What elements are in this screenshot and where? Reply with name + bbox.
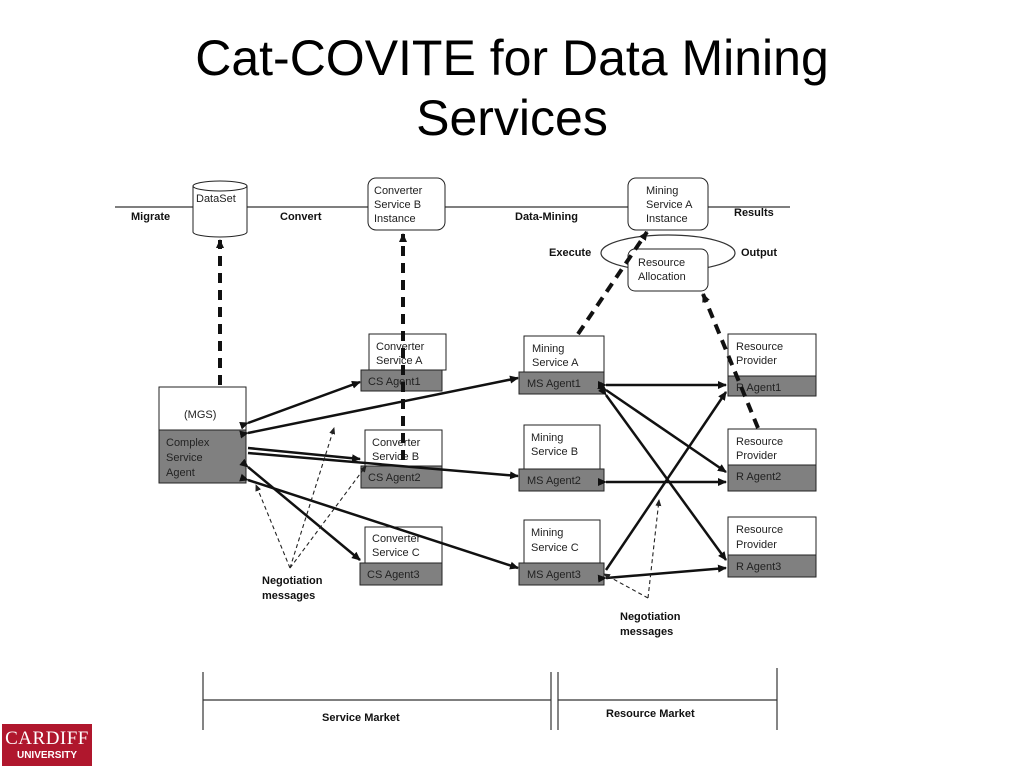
negotiation-arrow-left-3 (289, 465, 367, 569)
conv-b-inst-line-1: Converter (374, 185, 423, 197)
flow-label-execute: Execute (549, 247, 591, 259)
negotiation-arrow-left-1 (255, 484, 291, 569)
market-timeline: Service Market Resource Market (202, 668, 778, 730)
conv-b-line-2: Service B (372, 451, 419, 463)
ms-agent-1: MS Agent1 (527, 378, 581, 390)
mining-b-line-1: Mining (531, 432, 563, 444)
title-line-1: Cat-COVITE for Data Mining (195, 30, 829, 86)
mining-a-line-1: Mining (532, 343, 564, 355)
conv-a-line-2: Service A (376, 355, 423, 367)
dashed-arrow-ms1-mining-instance (576, 230, 649, 336)
logo-line-1: CARDIFF (5, 728, 89, 749)
mining-a-inst-line-2: Service A (646, 199, 693, 211)
slide-title: Cat-COVITE for Data Mining Services (0, 28, 1024, 148)
negotiation-label-left-2: messages (262, 590, 315, 602)
arrow-ms3-ragent1 (604, 391, 728, 571)
arrow-mgs-cs1 (239, 380, 361, 430)
mining-c-line-1: Mining (531, 527, 563, 539)
mining-service-b: Mining Service B MS Agent2 (518, 424, 605, 492)
dataset-label: DataSet (196, 193, 236, 205)
mining-c-line-2: Service C (531, 542, 579, 554)
negotiation-arrow-right-2 (603, 573, 649, 599)
service-market-label: Service Market (322, 712, 400, 724)
r-agent-1: R Agent1 (736, 382, 781, 394)
cs-agent-2: CS Agent2 (368, 472, 421, 484)
complex-agent-line-1: Complex (166, 437, 210, 449)
rp2-line-2: Provider (736, 450, 777, 462)
res-alloc-line-1: Resource (638, 257, 685, 269)
flow-label-migrate: Migrate (131, 211, 170, 223)
converter-service-c: Converter Service C CS Agent3 (359, 526, 443, 586)
r-agent-2: R Agent2 (736, 471, 781, 483)
cs-agent-3: CS Agent3 (367, 569, 420, 581)
conv-c-line-2: Service C (372, 547, 420, 559)
resource-provider-3: Resource Provider R Agent3 (727, 516, 817, 578)
resource-provider-2: Resource Provider R Agent2 (727, 428, 817, 492)
mgs-node: (MGS) Complex Service Agent (158, 386, 247, 484)
mining-a-inst-line-1: Mining (646, 185, 678, 197)
resource-allocation-box: Resource Allocation (627, 248, 709, 292)
arrow-ms3-ragent3 (597, 564, 727, 583)
mining-a-line-2: Service A (532, 357, 579, 369)
cardiff-university-logo: CARDIFF UNIVERSITY (2, 724, 92, 766)
arrow-mgs-ms2 (247, 451, 519, 480)
flow-label-output: Output (741, 247, 777, 259)
conv-b-line-1: Converter (372, 437, 421, 449)
negotiation-arrow-left-2 (289, 427, 336, 569)
cs-agent-1: CS Agent1 (368, 376, 421, 388)
rp3-line-2: Provider (736, 539, 777, 551)
dataset-cylinder: DataSet (192, 180, 248, 238)
title-line-2: Services (416, 90, 608, 146)
flow-label-data-mining: Data-Mining (515, 211, 578, 223)
flow-label-convert: Convert (280, 211, 322, 223)
arrow-ms1-ragent2 (597, 382, 727, 474)
dashed-arrow-ragent2-allocation (701, 293, 760, 429)
negotiation-arrow-right-1 (647, 499, 662, 599)
mining-b-line-2: Service B (531, 446, 578, 458)
r-agent-3: R Agent3 (736, 561, 781, 573)
mining-service-a-instance: Mining Service A Instance (627, 177, 709, 231)
rp3-line-1: Resource (736, 524, 783, 536)
resource-provider-1: Resource Provider R Agent1 (727, 333, 817, 397)
arrow-mgs-cs3 (239, 458, 361, 561)
ms-agent-2: MS Agent2 (527, 475, 581, 487)
rp1-line-1: Resource (736, 341, 783, 353)
negotiation-label-left-1: Negotiation (262, 575, 323, 587)
rp1-line-2: Provider (736, 355, 777, 367)
mining-service-a: Mining Service A MS Agent1 (518, 335, 605, 395)
arrow-mgs-ms1 (239, 375, 519, 439)
logo-line-2: UNIVERSITY (16, 750, 77, 761)
mining-a-inst-line-3: Instance (646, 213, 688, 225)
rp2-line-1: Resource (736, 436, 783, 448)
conv-b-inst-line-2: Service B (374, 199, 421, 211)
arrow-mgs-cs2 (247, 446, 361, 463)
negotiation-label-right-2: messages (620, 626, 673, 638)
resource-market-label: Resource Market (606, 708, 695, 720)
mgs-label: (MGS) (184, 409, 216, 421)
ms-agent-3: MS Agent3 (527, 569, 581, 581)
flow-label-results: Results (734, 207, 774, 219)
arrow-ms1-ragent3 (598, 386, 728, 561)
conv-a-line-1: Converter (376, 341, 425, 353)
mining-service-c: Mining Service C MS Agent3 (518, 519, 605, 586)
negotiation-label-right-1: Negotiation (620, 611, 681, 623)
converter-service-b-instance: Converter Service B Instance (367, 177, 446, 231)
conv-b-inst-line-3: Instance (374, 213, 416, 225)
arrow-mgs-ms3 (239, 473, 519, 570)
res-alloc-line-2: Allocation (638, 271, 686, 283)
complex-agent-line-2: Service (166, 452, 203, 464)
complex-agent-line-3: Agent (166, 467, 195, 479)
